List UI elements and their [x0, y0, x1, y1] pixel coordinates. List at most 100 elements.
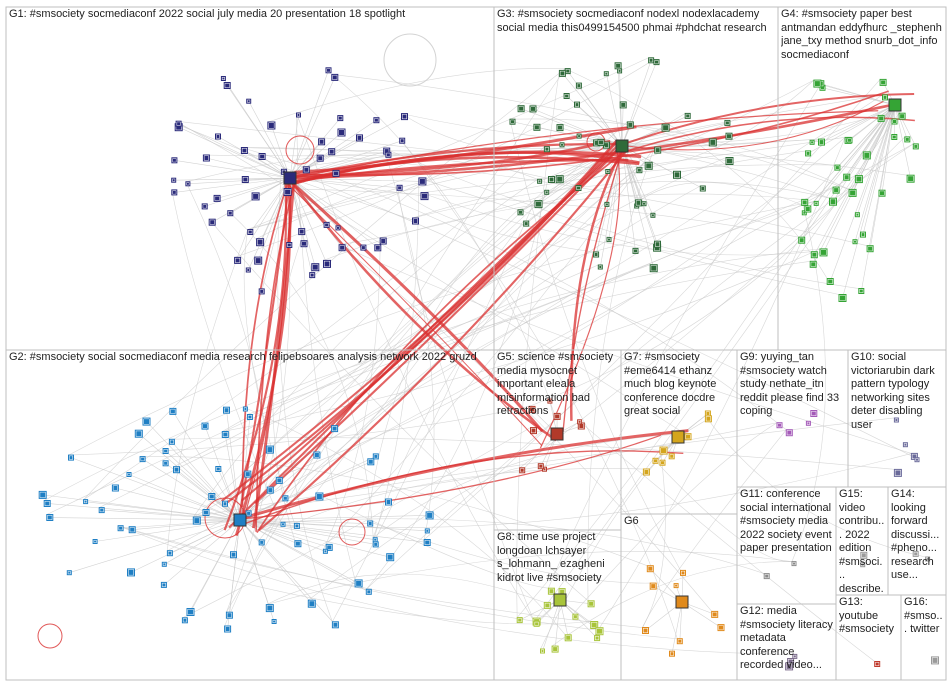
node-avatar — [706, 416, 711, 421]
edge-curve — [185, 181, 267, 447]
node-avatar — [686, 114, 690, 118]
edge-line — [532, 108, 623, 147]
group-box-g8 — [493, 529, 622, 681]
edge-highlight — [255, 181, 296, 532]
edge-line — [894, 104, 917, 147]
node-avatar — [45, 501, 50, 506]
node-avatar — [854, 240, 856, 243]
node-avatar — [520, 468, 524, 472]
node-avatar — [545, 147, 549, 151]
node-avatar — [260, 289, 264, 293]
edge-line — [817, 83, 896, 106]
node-avatar — [560, 71, 565, 76]
edge-curve — [162, 562, 591, 625]
node-avatar — [599, 266, 602, 268]
edge-highlight — [539, 150, 621, 449]
group-label-g6: G6 — [624, 515, 639, 527]
node-avatar — [130, 527, 135, 532]
edge-curve — [572, 422, 778, 615]
node-avatar — [128, 569, 134, 575]
node-avatar — [595, 636, 599, 640]
node-avatar — [337, 226, 339, 229]
node-avatar — [535, 622, 539, 626]
node-avatar — [235, 258, 240, 263]
edge-highlight — [284, 110, 879, 181]
node-avatar — [309, 601, 315, 607]
group-label-g16: G16: #smso... twitter — [904, 596, 943, 635]
edge-line — [165, 450, 241, 521]
node-avatar — [651, 214, 654, 217]
edge-curve — [208, 218, 589, 601]
node-avatar — [648, 566, 653, 571]
node-avatar — [793, 655, 796, 658]
edge-line — [239, 519, 336, 625]
node-avatar — [811, 262, 816, 267]
edge-line — [237, 177, 291, 261]
hub-node-g8 — [553, 593, 567, 607]
node-avatar — [204, 510, 208, 515]
node-avatar — [811, 411, 816, 416]
edge-curve — [642, 447, 666, 628]
node-avatar — [637, 168, 641, 172]
node-avatar — [310, 273, 314, 277]
edge-line — [813, 104, 896, 255]
node-avatar — [634, 249, 637, 253]
edge-line — [128, 474, 241, 521]
node-avatar — [892, 135, 896, 139]
edge-curve — [267, 68, 566, 123]
edge-line — [224, 434, 241, 521]
node-avatar — [577, 186, 580, 190]
edge-line — [239, 519, 313, 604]
group-label-g10: G10: social victoriarubin dark pattern t… — [851, 351, 935, 431]
node-avatar — [655, 60, 658, 64]
node-avatar — [835, 166, 839, 170]
node-avatar — [589, 601, 594, 606]
edge-line — [120, 519, 241, 529]
edge-curve — [332, 200, 536, 622]
node-avatar — [374, 538, 377, 541]
node-avatar — [172, 190, 176, 194]
node-avatar — [216, 467, 220, 471]
node-avatar — [69, 456, 73, 460]
edge-line — [621, 60, 652, 147]
edge-line — [164, 519, 241, 565]
node-avatar — [649, 58, 653, 62]
node-avatar — [172, 179, 175, 182]
edge-highlight — [258, 148, 629, 532]
edge-line — [187, 177, 291, 185]
node-avatar — [332, 75, 337, 80]
node-avatar — [327, 545, 332, 550]
node-avatar — [324, 550, 327, 553]
edge-line — [49, 517, 241, 521]
node-avatar — [803, 211, 806, 214]
node-avatar — [100, 508, 104, 512]
node-avatar — [578, 420, 581, 423]
node-avatar — [912, 454, 917, 459]
edge-line — [178, 123, 291, 179]
node-avatar — [172, 158, 176, 162]
edge-line — [190, 519, 241, 613]
edge-curve — [266, 573, 545, 605]
node-avatar — [68, 571, 71, 574]
edge-curve — [117, 525, 793, 655]
node-avatar — [557, 176, 563, 182]
node-avatar — [701, 187, 705, 190]
node-avatar — [830, 199, 836, 205]
node-avatar — [245, 472, 250, 477]
node-avatar — [333, 622, 338, 627]
edge-curve — [509, 118, 850, 190]
edge-line — [679, 601, 683, 642]
edge-curve — [331, 74, 850, 190]
node-avatar — [253, 193, 259, 199]
node-avatar — [368, 522, 372, 525]
edge-highlight — [223, 140, 619, 506]
edge-curve — [173, 167, 638, 467]
node-avatar — [573, 615, 577, 619]
node-avatar — [260, 540, 264, 544]
edge-curve — [383, 148, 435, 540]
node-avatar — [227, 613, 232, 618]
edge-line — [239, 519, 371, 524]
node-avatar — [861, 563, 864, 566]
edge-line — [176, 469, 241, 521]
